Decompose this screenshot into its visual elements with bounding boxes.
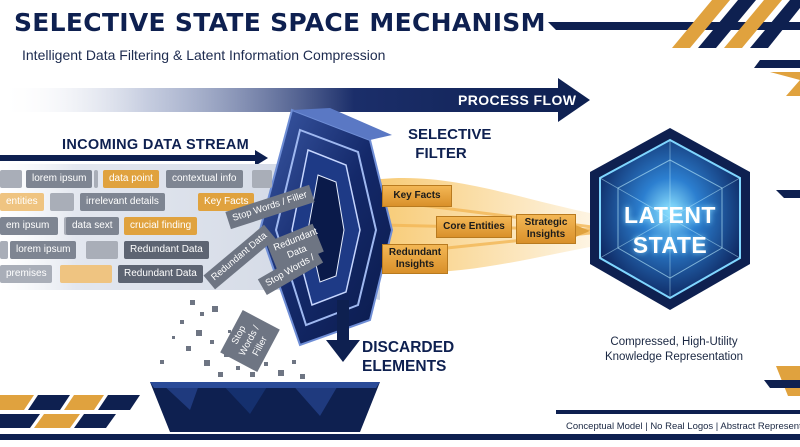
- discard-bin: [150, 382, 380, 432]
- stream-chip: [60, 265, 112, 283]
- output-core-entities: Core Entities: [436, 216, 512, 238]
- latent-state-label: LATENT STATE: [623, 202, 716, 258]
- stream-chip: entities: [0, 193, 44, 211]
- latent-state-description: Compressed, High-Utility Knowledge Repre…: [604, 336, 744, 363]
- output-redundant-insights: Redundant Insights: [382, 244, 448, 274]
- discarded-elements-label: DISCARDED ELEMENTS: [362, 339, 455, 375]
- stream-chip: irrelevant details: [80, 193, 165, 211]
- corner-decoration-bottom: [0, 190, 800, 440]
- stream-chip: data point: [103, 170, 159, 188]
- stream-chip: Redundant Data: [124, 241, 209, 259]
- stream-chip: Redundant Data: [118, 265, 203, 283]
- selective-filter-label: SELECTIVE FILTER: [408, 126, 492, 162]
- stream-chip: [252, 170, 272, 188]
- output-key-facts: Key Facts: [382, 185, 452, 207]
- latent-state-hexagon: [590, 128, 750, 310]
- stream-chip: lorem ipsum: [10, 241, 77, 259]
- output-strategic-insights: Strategic Insights: [516, 214, 576, 244]
- stream-chip: [0, 170, 22, 188]
- page-subtitle: Intelligent Data Filtering & Latent Info…: [22, 47, 386, 63]
- stream-chip: contextual info: [166, 170, 243, 188]
- stream-chip: [86, 241, 118, 259]
- stream-chip: data sext: [66, 217, 119, 235]
- incoming-stream-label: INCOMING DATA STREAM: [62, 137, 249, 153]
- stream-chip: crucial finding: [124, 217, 198, 235]
- stream-chip: [94, 170, 98, 188]
- stream-chip: em ipsum: [0, 217, 58, 235]
- discard-arrow: [326, 300, 360, 362]
- footer-note: Conceptual Model | No Real Logos | Abstr…: [566, 421, 800, 432]
- stream-chip: [0, 241, 8, 259]
- page-title: SELECTIVE STATE SPACE MECHANISM: [14, 8, 546, 37]
- corner-decoration-top: [548, 0, 800, 96]
- process-flow-label: PROCESS FLOW: [458, 92, 577, 108]
- selective-filter-prism: [258, 108, 394, 347]
- stream-chip: [50, 193, 74, 211]
- stream-chip: premises: [0, 265, 52, 283]
- stream-chip: lorem ipsum: [26, 170, 93, 188]
- process-flow-arrow: [0, 78, 590, 122]
